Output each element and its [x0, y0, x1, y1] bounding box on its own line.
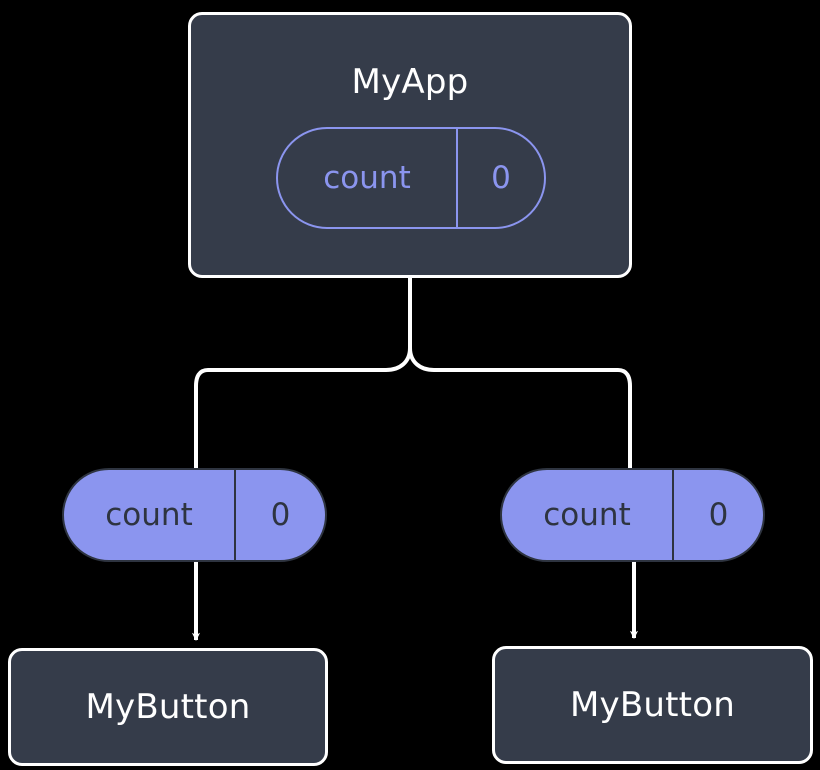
- state-pill-root-key: count: [278, 129, 458, 227]
- component-node-mybutton-left[interactable]: MyButton: [8, 648, 328, 766]
- prop-pill-left-key: count: [64, 470, 236, 560]
- prop-pill-right-key: count: [502, 470, 674, 560]
- connector-branch-left: [194, 347, 412, 468]
- prop-pill-left-value: 0: [270, 496, 291, 533]
- connector-branch-right: [408, 347, 632, 468]
- state-pill-root-value: 0: [491, 159, 511, 196]
- component-title-myapp: MyApp: [351, 62, 469, 102]
- component-node-mybutton-right[interactable]: MyButton: [492, 646, 813, 764]
- prop-pill-left[interactable]: count 0: [62, 468, 327, 562]
- component-title-mybutton-left: MyButton: [85, 687, 251, 727]
- component-title-mybutton-right: MyButton: [570, 685, 735, 725]
- state-pill-root[interactable]: count 0: [276, 127, 546, 229]
- prop-pill-right[interactable]: count 0: [500, 468, 765, 562]
- prop-pill-right-value: 0: [708, 496, 729, 533]
